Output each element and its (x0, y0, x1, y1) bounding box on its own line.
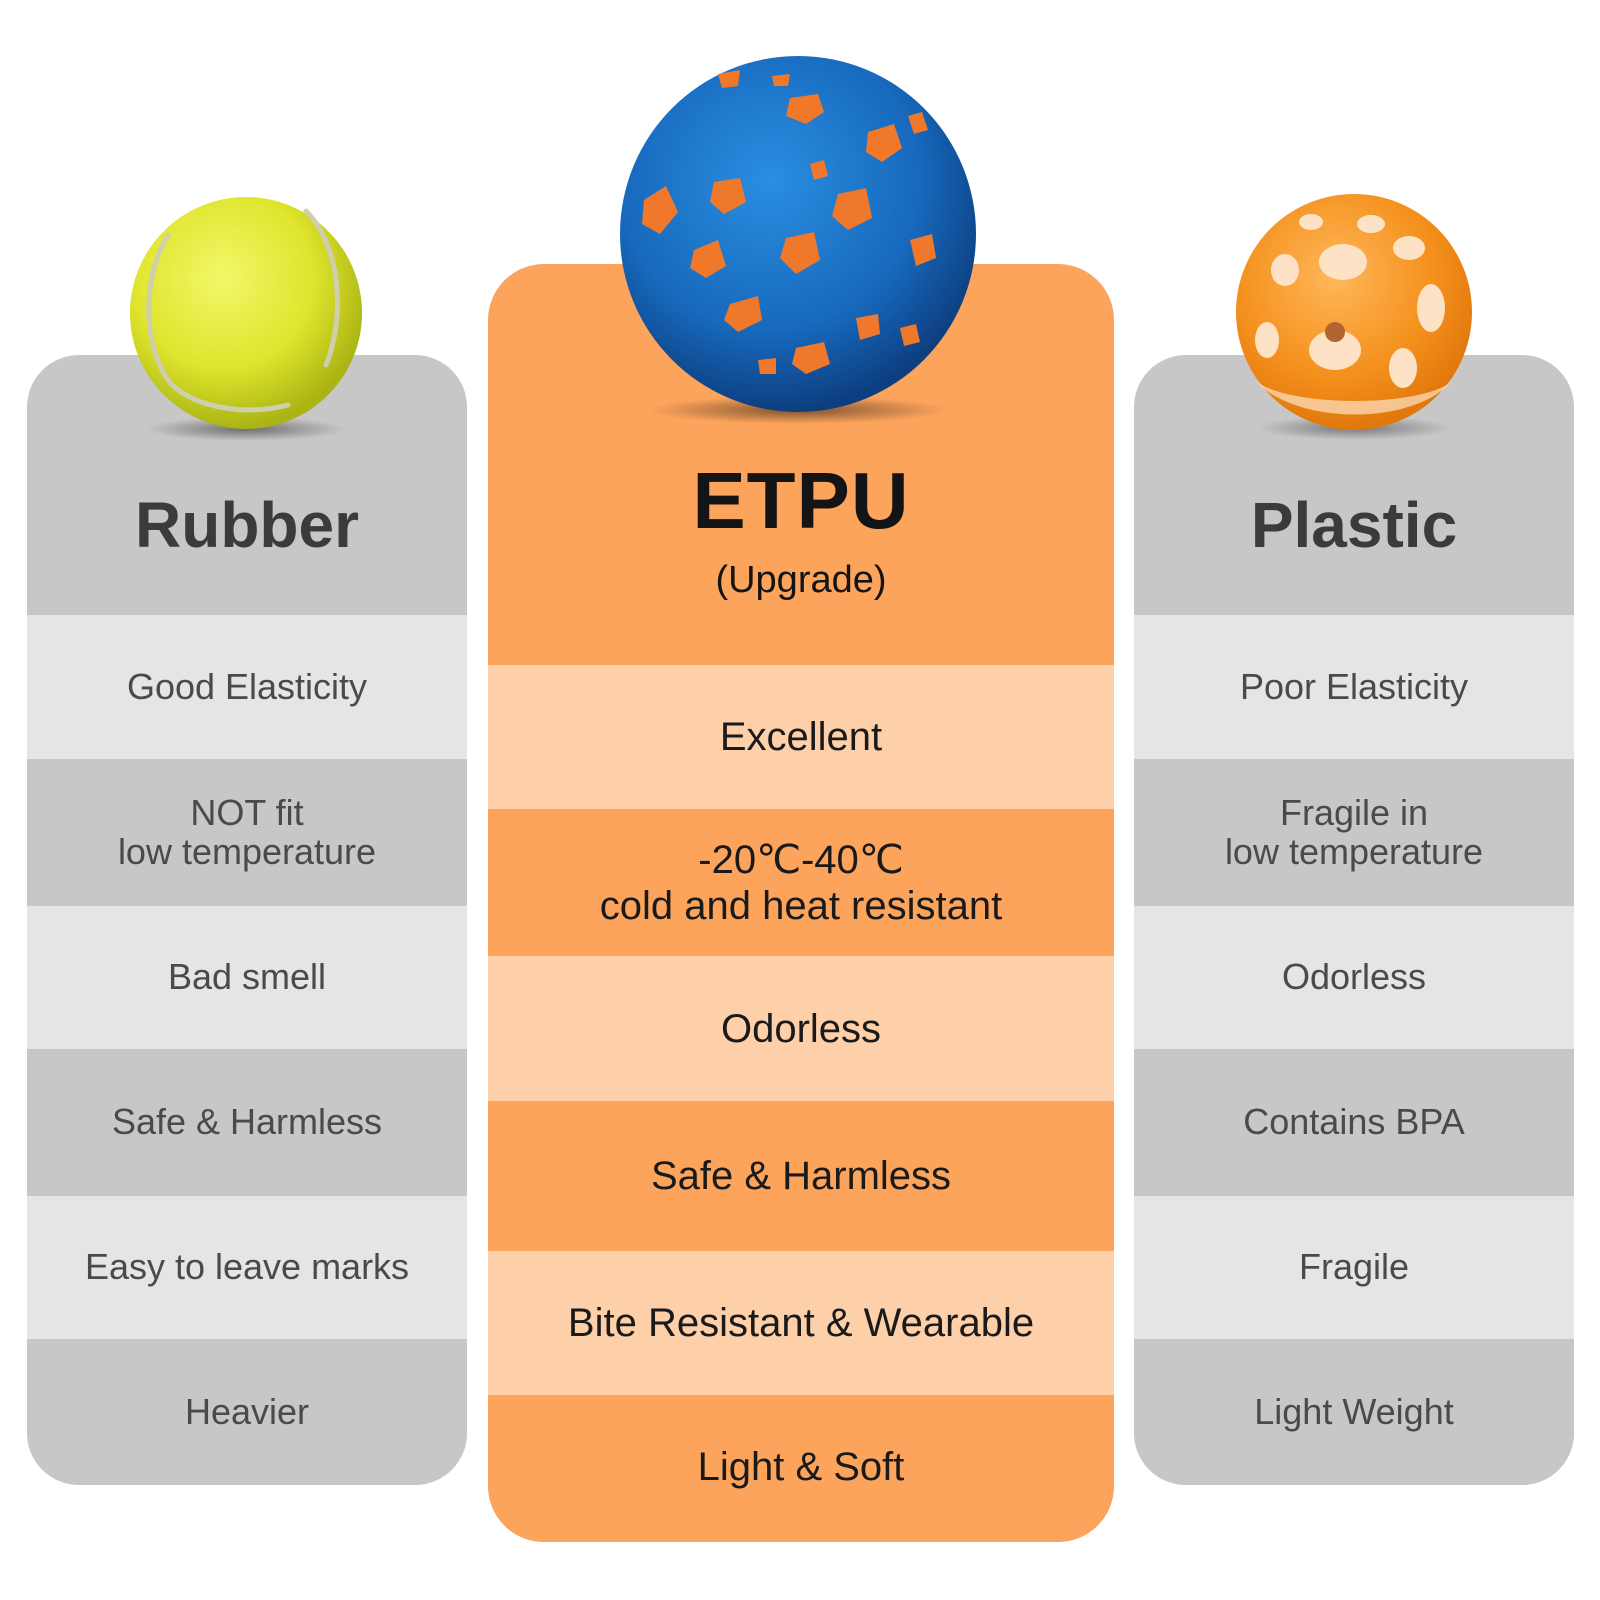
etpu-header: ETPU (Upgrade) (488, 264, 1114, 665)
rubber-row-safety: Safe & Harmless (27, 1049, 467, 1196)
etpu-row-durability: Bite Resistant & Wearable (488, 1251, 1114, 1395)
plastic-column: Plastic Poor Elasticity Fragile in low t… (1134, 355, 1574, 1485)
rubber-row-temperature: NOT fit low temperature (27, 759, 467, 906)
plastic-row-weight: Light Weight (1134, 1339, 1574, 1485)
rubber-row-durability: Easy to leave marks (27, 1196, 467, 1339)
etpu-subtitle: (Upgrade) (715, 558, 887, 601)
plastic-row-smell: Odorless (1134, 906, 1574, 1049)
rubber-row-smell: Bad smell (27, 906, 467, 1049)
etpu-ball-icon (620, 56, 976, 424)
plastic-title: Plastic (1250, 489, 1458, 561)
etpu-row-temperature: -20℃-40℃ cold and heat resistant (488, 809, 1114, 956)
etpu-row-safety: Safe & Harmless (488, 1101, 1114, 1251)
plastic-row-durability: Fragile (1134, 1196, 1574, 1339)
etpu-column: ETPU (Upgrade) Excellent -20℃-40℃ cold a… (488, 264, 1114, 1542)
etpu-row-weight: Light & Soft (488, 1395, 1114, 1542)
etpu-title: ETPU (692, 455, 910, 545)
rubber-row-elasticity: Good Elasticity (27, 615, 467, 759)
etpu-row-smell: Odorless (488, 956, 1114, 1101)
plastic-row-elasticity: Poor Elasticity (1134, 615, 1574, 759)
rubber-column: Rubber Good Elasticity NOT fit low tempe… (27, 355, 467, 1485)
rubber-header: Rubber (27, 355, 467, 615)
plastic-ball-icon (1236, 194, 1472, 440)
tennis-ball-icon (130, 197, 362, 441)
plastic-row-safety: Contains BPA (1134, 1049, 1574, 1196)
plastic-row-temperature: Fragile in low temperature (1134, 759, 1574, 906)
rubber-title: Rubber (135, 489, 359, 561)
etpu-row-elasticity: Excellent (488, 665, 1114, 809)
plastic-header: Plastic (1134, 355, 1574, 615)
rubber-row-weight: Heavier (27, 1339, 467, 1485)
